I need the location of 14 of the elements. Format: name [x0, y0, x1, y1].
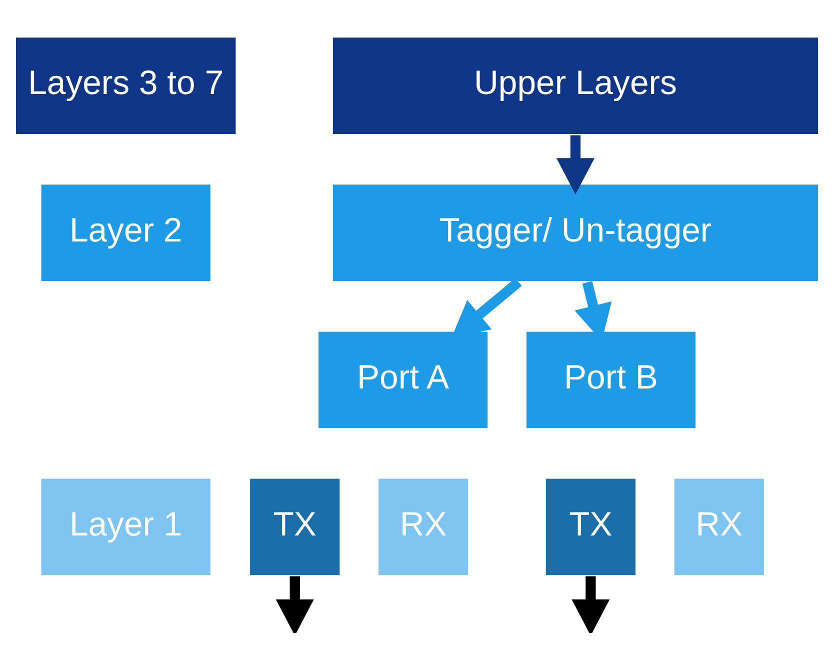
arrow	[572, 576, 610, 632]
node-box: RX	[376, 476, 470, 576]
node-box: Layer 2	[40, 182, 212, 282]
node-box: Tagger/ Un-tagger	[331, 182, 820, 282]
node-box: Port B	[524, 330, 698, 430]
node-box: TX	[248, 476, 342, 576]
arrow	[276, 576, 314, 632]
node-box: TX	[544, 476, 638, 576]
node-box: RX	[672, 476, 766, 576]
node-box: Port A	[316, 330, 490, 430]
node-box: Upper Layers	[331, 35, 820, 136]
node-box: Layer 1	[40, 476, 212, 576]
arrow	[556, 134, 595, 194]
node-box: Layers 3 to 7	[14, 35, 238, 136]
